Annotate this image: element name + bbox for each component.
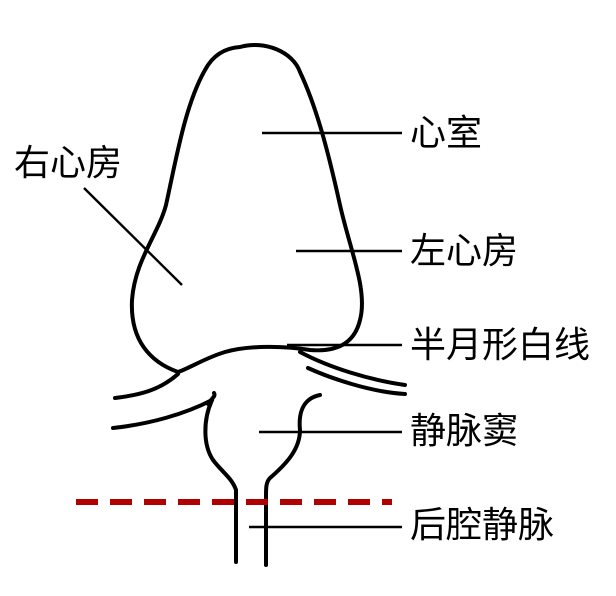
ventricle-outline [132,45,362,372]
left-vessel-lower [113,400,212,428]
sinus-venosus-outline-right [266,395,320,496]
label-sinus-venosus: 静脉窦 [410,414,518,450]
label-posterior-vena-cava: 后腔静脉 [410,508,554,544]
label-left-atrium: 左心房 [410,234,518,270]
left-vessel-upper [115,374,178,398]
label-ventricle: 心室 [410,116,482,152]
sinus-venosus-outline [205,400,236,490]
label-semilunar-line: 半月形白线 [410,328,590,364]
right-vessel-upper [300,352,405,385]
label-right-atrium: 右心房 [14,146,122,182]
